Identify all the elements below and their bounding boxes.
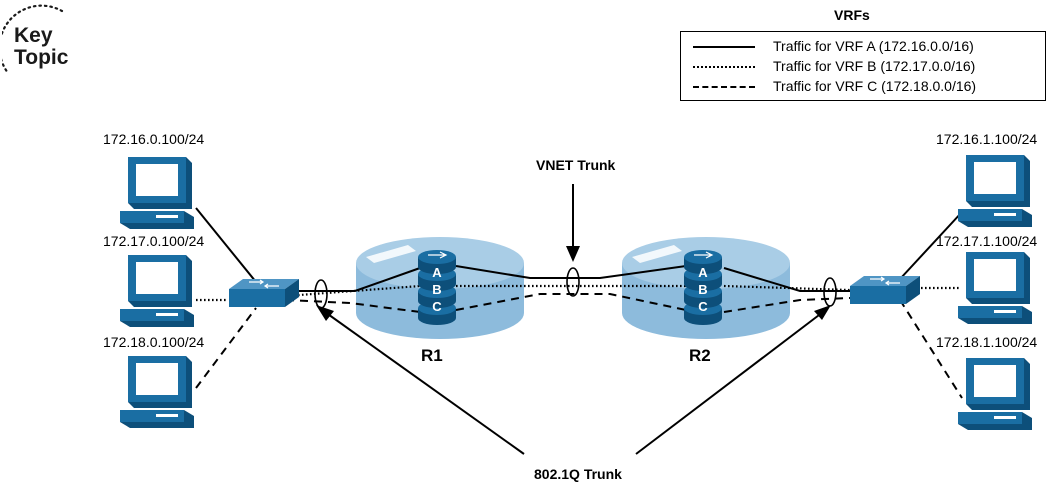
host-left-vrf-a [120,157,194,229]
legend-item-vrf-b: Traffic for VRF B (172.17.0.0/16) [681,57,1045,77]
trunk-marker-vnet [566,267,580,297]
host-left-vrf-c [120,356,194,428]
dotted-line-icon [693,66,755,68]
r1-vrf-b-label: B [432,282,441,297]
legend-item-label: Traffic for VRF B (172.17.0.0/16) [773,58,976,74]
vrf-c-links [195,293,963,399]
r2-vrf-b-label: B [698,282,707,297]
link-host-18-left-to-switch [195,307,257,389]
link-host-16-left-to-switch [195,207,257,283]
dot1q-arrow-right [635,311,824,455]
link-r2-vrf-a-to-switch-right [723,267,850,292]
key-topic-badge: Key Topic [0,3,72,85]
key-topic-label: Key Topic [14,24,69,69]
vrf-a-links [195,207,963,292]
trunk-marker-left [314,279,328,309]
link-r1-to-r2-vrf-c [455,293,687,311]
host-right-vrf-c [958,358,1032,430]
host-ip-label: 172.18.1.100/24 [936,334,1038,350]
legend-item-vrf-c: Traffic for VRF C (172.18.0.0/16) [681,77,1045,97]
legend-item-vrf-a: Traffic for VRF A (172.16.0.0/16) [681,37,1045,57]
r2-vrf-c-label: C [698,299,708,314]
arrowhead-icon [814,305,831,320]
legend: Traffic for VRF A (172.16.0.0/16) Traffi… [680,31,1046,101]
router-r1-label: R1 [421,346,443,365]
link-switch-right-to-host-18 [899,299,963,399]
r1-vrf-a-label: A [432,265,442,280]
r2-vrf-a-label: A [698,265,708,280]
dot1q-trunk-label: 802.1Q Trunk [534,466,622,482]
r2-vrf-stack [684,250,722,325]
link-r2-vrf-c-to-switch-right [723,297,851,313]
dot1q-arrow-left [324,311,525,455]
arrowhead-icon [566,246,580,262]
host-ip-label: 172.17.0.100/24 [103,233,205,249]
legend-title: VRFs [834,7,870,23]
solid-line-icon [693,46,755,48]
link-r2-vrf-b-to-switch-right [723,284,851,292]
link-switch-right-to-host-16 [899,211,963,280]
dashed-line-icon [693,86,755,88]
r1-vrf-c-label: C [432,299,442,314]
host-ip-label: 172.16.0.100/24 [103,131,205,147]
key-topic-dots-icon [0,4,64,75]
host-right-vrf-a [958,155,1032,227]
switch-right [849,275,921,305]
switch-left [228,278,300,308]
legend-item-label: Traffic for VRF C (172.18.0.0/16) [773,78,977,94]
arrowhead-icon [316,305,334,321]
host-right-vrf-b [958,252,1032,324]
host-left-vrf-b [120,255,194,327]
link-r1-to-r2-vrf-a [455,265,687,279]
router-r2-label: R2 [689,346,711,365]
host-ip-label: 172.17.1.100/24 [936,233,1038,249]
vnet-trunk-label: VNET Trunk [536,157,616,173]
host-ip-label: 172.18.0.100/24 [103,334,205,350]
host-ip-label: 172.16.1.100/24 [936,131,1038,147]
r1-vrf-stack [418,250,456,325]
link-switch-left-to-r1-vrf-c [285,299,421,313]
legend-item-label: Traffic for VRF A (172.16.0.0/16) [773,38,974,54]
